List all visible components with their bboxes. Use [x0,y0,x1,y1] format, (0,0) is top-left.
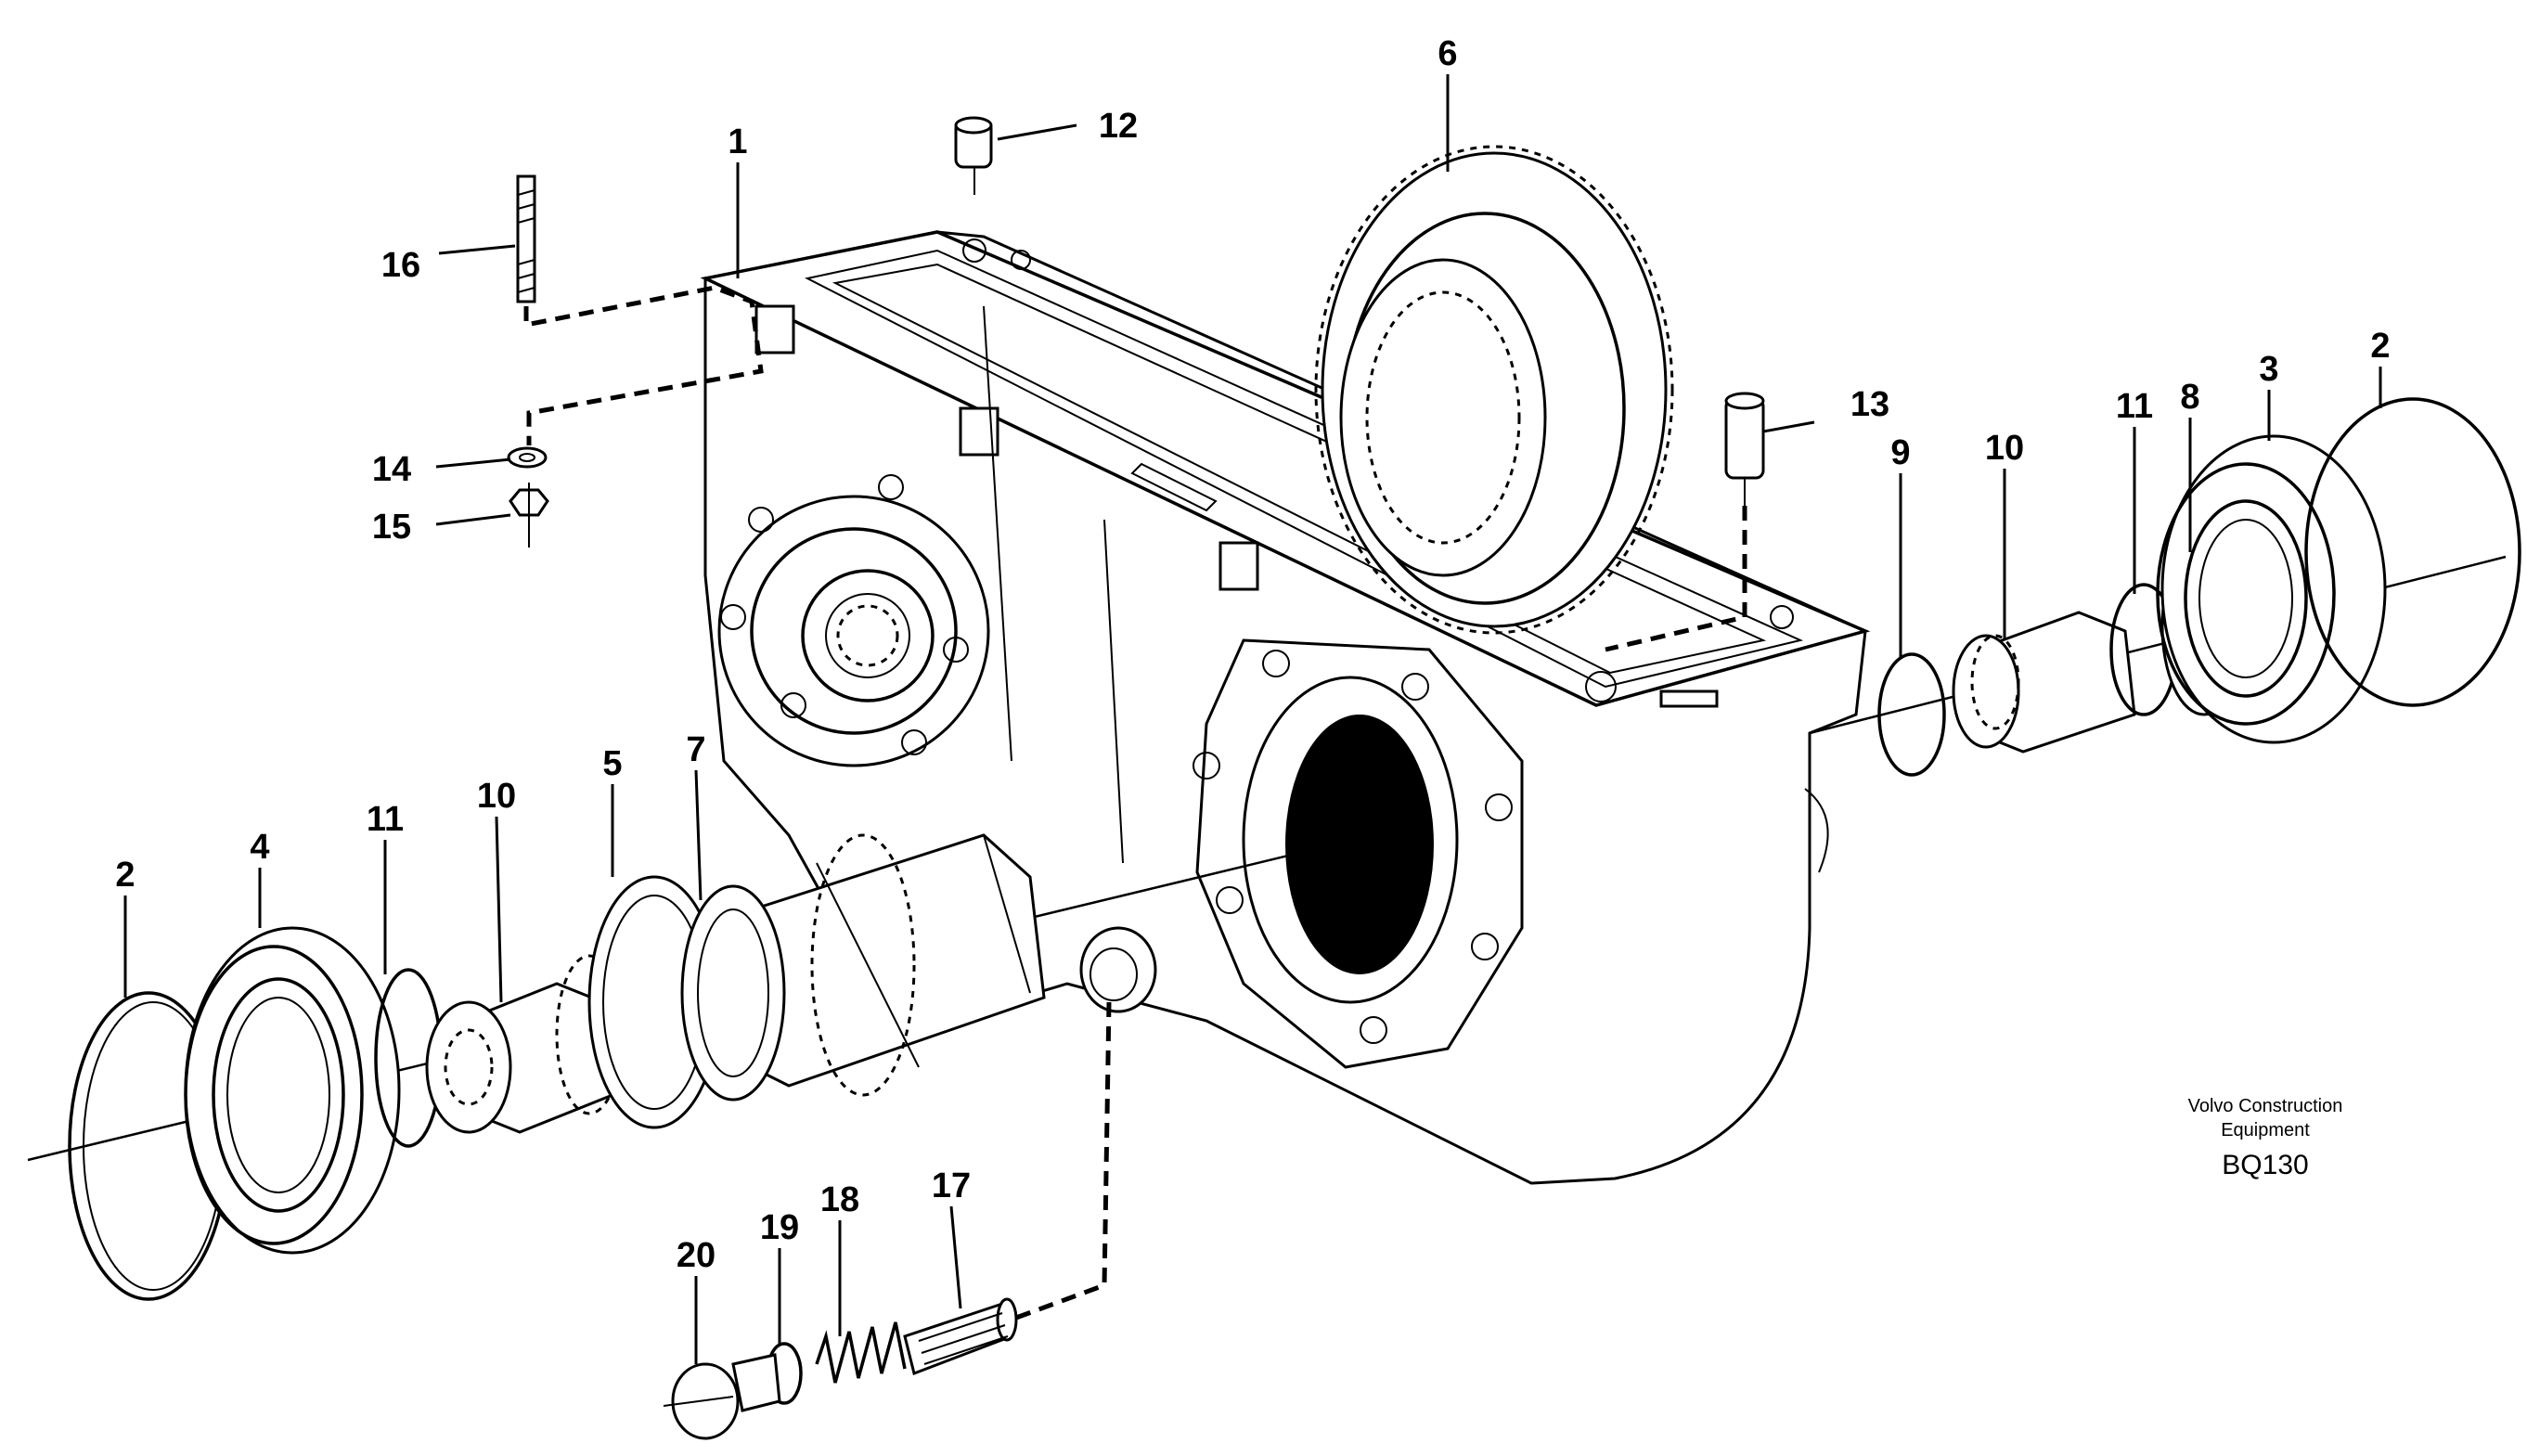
callout-12: 12 [1099,107,1138,146]
sleeve-7 [680,833,1046,1102]
washer-14 [507,446,548,469]
plug-20 [663,1353,781,1440]
pin-13 [1724,392,1765,506]
callout-5: 5 [602,744,622,783]
gear [1314,145,1674,635]
callout-9: 9 [1890,433,1910,472]
callout-11-left: 11 [367,800,404,839]
nut-15 [509,483,549,548]
callout-10-left: 10 [477,777,516,816]
callout-6: 6 [1438,34,1457,73]
callout-18: 18 [820,1180,859,1219]
callout-8: 8 [2180,378,2199,417]
plug-12 [954,116,993,195]
callout-16: 16 [381,246,420,285]
stud-16 [516,174,536,303]
callout-11-right: 11 [2116,387,2153,426]
callout-3: 3 [2259,350,2278,389]
figure-code: BQ130 [2222,1150,2308,1180]
callout-20: 20 [677,1236,716,1275]
callout-13: 13 [1850,385,1889,424]
brand-name: Volvo Construction [2188,1096,2343,1116]
spring-18 [815,1321,907,1384]
callout-14: 14 [372,450,411,489]
right-bearing-3 [2156,434,2387,744]
left-bearing-4 [184,926,401,1255]
callout-2-right: 2 [2370,327,2390,366]
callout-19: 19 [760,1208,799,1247]
callout-2-left: 2 [115,856,135,895]
callout-4: 4 [250,828,269,867]
callout-1: 1 [728,122,747,161]
screen-17 [903,1297,1018,1376]
left-hub-10 [425,954,624,1134]
brand-subtitle: Equipment [2221,1120,2310,1140]
callout-7: 7 [686,730,705,769]
callout-17: 17 [932,1166,971,1205]
right-hub-10 [1952,611,2136,754]
callout-10-right: 10 [1985,429,2024,468]
right-ring-9 [1877,652,1946,777]
callout-15: 15 [372,508,411,547]
right-circlip-2 [2304,397,2521,707]
